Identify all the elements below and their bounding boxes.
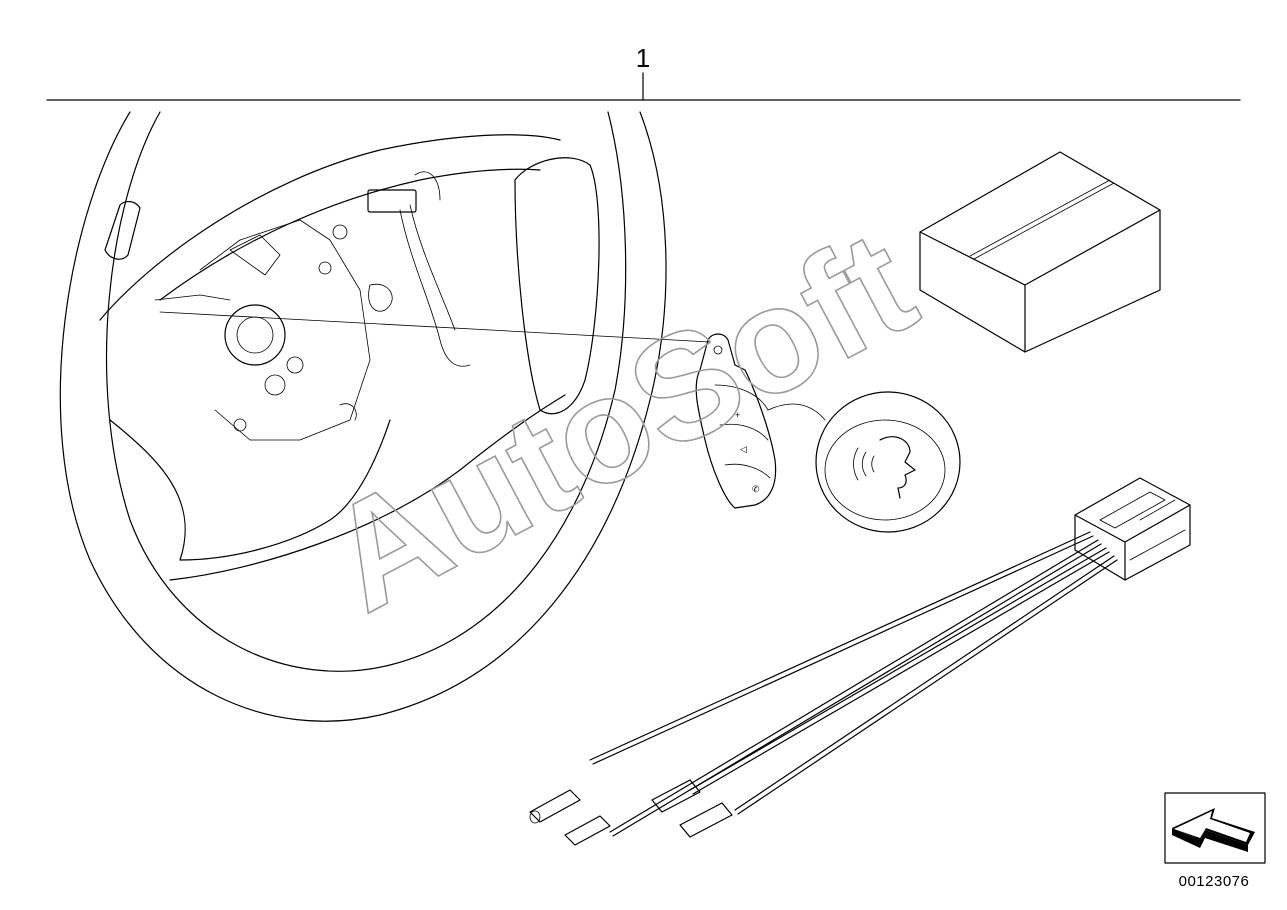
svg-text:✆: ✆ <box>752 484 760 494</box>
connector-plug-icon[interactable] <box>1074 477 1191 581</box>
voice-command-icon[interactable] <box>815 391 961 533</box>
watermark-logo: AutoSoft <box>300 197 939 644</box>
part-number-label[interactable]: 1 <box>636 43 650 73</box>
wiring-harness-icon[interactable] <box>529 477 1191 846</box>
svg-text:AutoSoft: AutoSoft <box>301 198 939 644</box>
orientation-arrow-icon <box>1164 792 1266 864</box>
steering-wheel-button-pad-icon[interactable]: + ◁ ✆ <box>695 333 826 509</box>
diagram-id-label: 00123076 <box>1179 873 1250 890</box>
svg-text:◁: ◁ <box>740 444 747 454</box>
svg-text:+: + <box>735 410 740 420</box>
steering-wheel-icon[interactable] <box>59 111 711 722</box>
package-box-icon[interactable] <box>919 151 1161 353</box>
